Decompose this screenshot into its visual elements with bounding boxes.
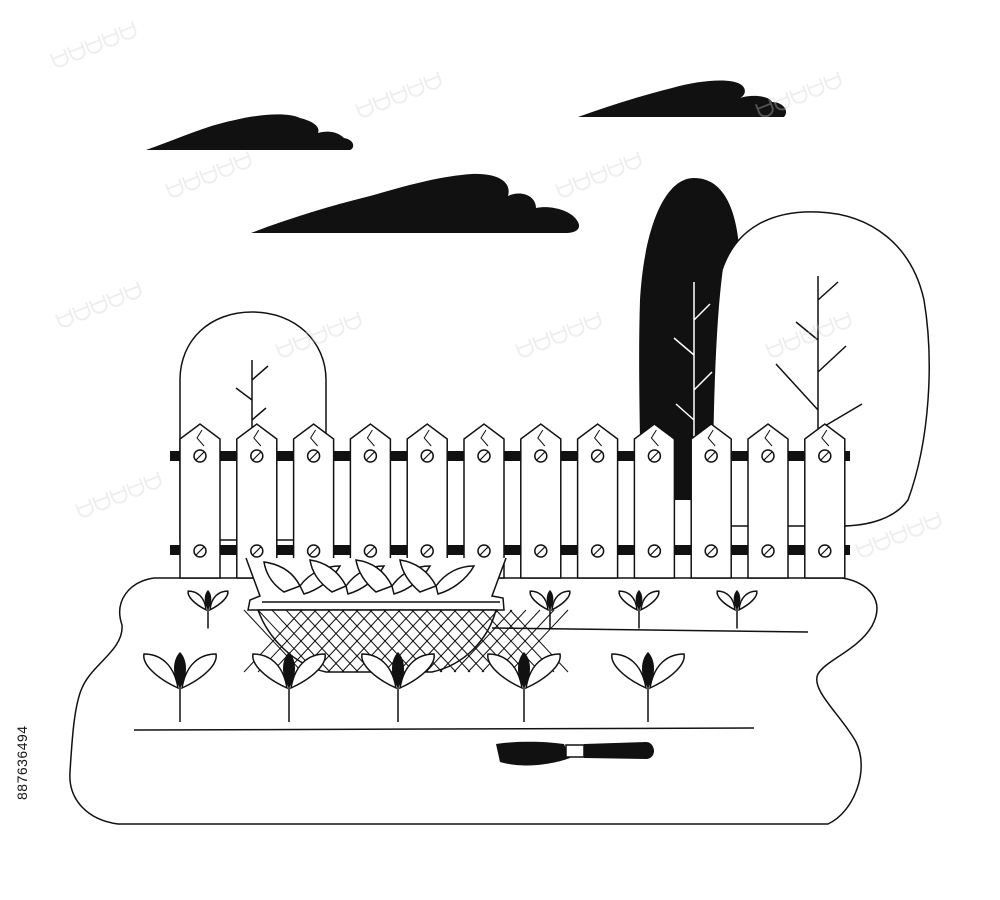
sprout	[143, 652, 217, 722]
sprout	[252, 652, 326, 722]
fence-screw-slot	[479, 546, 489, 556]
svg-text:ᗨᗨᗨᗨᗨ: ᗨᗨᗨᗨᗨ	[163, 147, 257, 204]
fence-rail-top	[170, 451, 850, 461]
fence-picket-crack	[650, 429, 659, 447]
fence-screw-slot	[593, 451, 603, 461]
fence-screw-slot	[820, 451, 830, 461]
fence-screw-slot	[365, 546, 375, 556]
trowel-neck	[565, 744, 585, 758]
fence-screw-slot	[763, 546, 773, 556]
fence-picket	[690, 423, 732, 579]
fence-screw-slot	[309, 451, 319, 461]
sprout	[618, 590, 660, 629]
row-line-front	[133, 727, 755, 731]
sprouts	[143, 590, 758, 722]
weave-line	[397, 609, 457, 673]
svg-text:ᗨᗨᗨᗨᗨ: ᗨᗨᗨᗨᗨ	[73, 467, 167, 524]
fence-picket	[179, 423, 221, 579]
picket-fence	[170, 423, 850, 579]
fence-picket-crack	[309, 429, 318, 447]
svg-text:ᗨᗨᗨᗨᗨ: ᗨᗨᗨᗨᗨ	[513, 307, 607, 364]
fence-screw-slot	[706, 546, 716, 556]
basket-leaves	[263, 559, 476, 595]
weave-line	[439, 609, 499, 673]
fence-picket-crack	[537, 429, 546, 447]
stock-id: 887636494	[14, 725, 30, 800]
fence-screw-slot	[195, 546, 205, 556]
fence-picket-crack	[480, 429, 489, 447]
weave-line	[271, 609, 331, 673]
fence-picket-crack	[196, 429, 205, 447]
fence-picket-crack	[707, 429, 716, 447]
weave-line	[425, 609, 485, 673]
trowel	[496, 741, 654, 766]
weave-line	[467, 609, 527, 673]
fence-pickets	[179, 423, 846, 579]
sprout	[487, 652, 561, 722]
fence-screw-slot	[649, 451, 659, 461]
cloud-left	[146, 114, 354, 150]
weave-line	[285, 609, 345, 673]
fence-picket	[520, 423, 562, 579]
fence-screw-slot	[422, 451, 432, 461]
fence-picket	[804, 423, 846, 579]
fence-screw-slot	[593, 546, 603, 556]
fence-picket-crack	[593, 429, 602, 447]
sprout	[716, 590, 758, 629]
trowel-blade	[496, 741, 570, 766]
fence-screw-slot	[422, 546, 432, 556]
svg-text:ᗨᗨᗨᗨᗨ: ᗨᗨᗨᗨᗨ	[353, 67, 447, 124]
fence-picket	[633, 423, 676, 579]
sprout	[611, 652, 685, 722]
fence-picket-crack	[821, 429, 830, 447]
garden-rows	[133, 627, 809, 731]
fence-screw-slot	[649, 546, 659, 556]
fence-screw-slot	[536, 451, 546, 461]
fence-screw-slot	[479, 451, 489, 461]
fence-screw-slot	[309, 546, 319, 556]
fence-screw-slot	[536, 546, 546, 556]
fence-picket	[747, 423, 789, 579]
fence-rail-bottom	[170, 545, 850, 555]
fence-picket-crack	[423, 429, 432, 447]
svg-text:ᗨᗨᗨᗨᗨ: ᗨᗨᗨᗨᗨ	[48, 17, 142, 74]
svg-text:ᗨᗨᗨᗨᗨ: ᗨᗨᗨᗨᗨ	[753, 67, 847, 124]
svg-text:ᗨᗨᗨᗨᗨ: ᗨᗨᗨᗨᗨ	[553, 147, 647, 204]
fence-screw-slot	[365, 451, 375, 461]
fence-screw-slot	[195, 451, 205, 461]
cloud-right	[578, 80, 787, 117]
cloud-center	[251, 173, 580, 233]
fence-screw-slot	[252, 546, 262, 556]
trowel-handle	[584, 742, 654, 759]
fence-picket-crack	[764, 429, 773, 447]
weave-line	[453, 609, 513, 673]
sprout	[187, 590, 229, 629]
clouds	[146, 80, 787, 233]
fence-screw-slot	[252, 451, 262, 461]
fence-picket-crack	[253, 429, 262, 447]
weave-line	[341, 609, 401, 673]
fence-picket	[576, 423, 619, 579]
fence-screw-slot	[706, 451, 716, 461]
fence-picket-crack	[366, 429, 375, 447]
fence-screw-slot	[820, 546, 830, 556]
fence-screw-slot	[763, 451, 773, 461]
sprout	[361, 652, 435, 722]
weave-line	[327, 609, 387, 673]
sprout	[529, 590, 571, 629]
row-line-back	[491, 627, 809, 633]
svg-text:ᗨᗨᗨᗨᗨ: ᗨᗨᗨᗨᗨ	[53, 277, 147, 334]
